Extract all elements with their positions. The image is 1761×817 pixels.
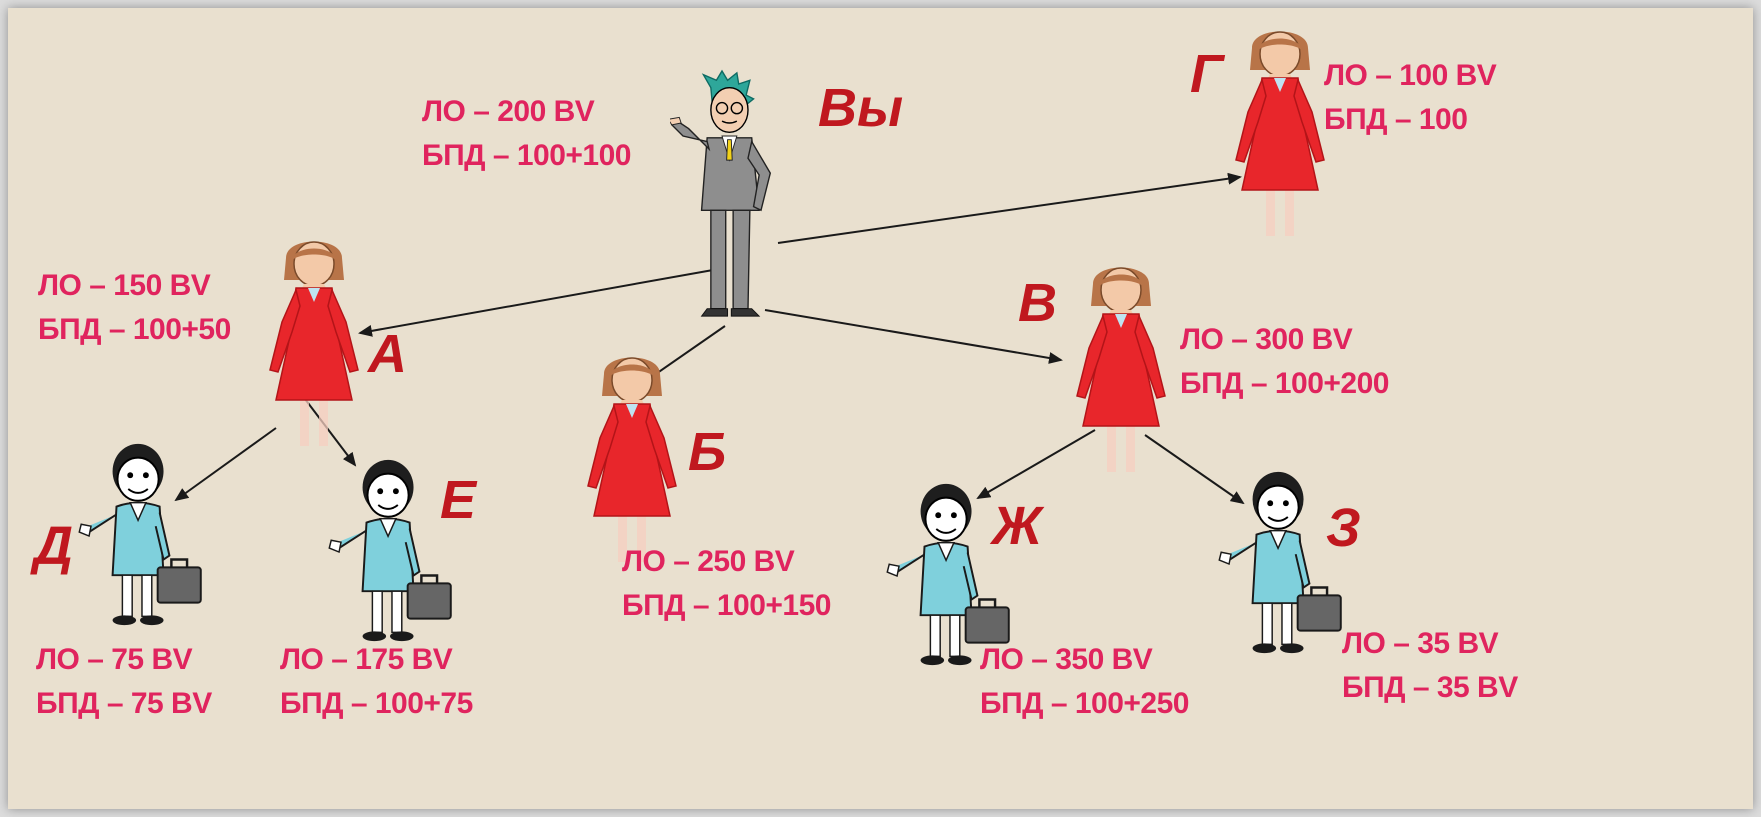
lo-d: ЛО – 75 BV — [36, 643, 193, 676]
name-e: Е — [440, 470, 477, 530]
lo-e: ЛО – 175 BV — [280, 643, 453, 676]
woman-red-dress-icon — [1071, 266, 1171, 476]
arrow-a-to-d — [174, 427, 277, 502]
name-you: Вы — [818, 78, 904, 138]
connector-arrows — [174, 172, 1245, 505]
woman-red-dress-icon — [1230, 30, 1330, 240]
arrow-v-to-zh — [976, 429, 1096, 500]
businesswoman-briefcase-icon — [76, 438, 206, 634]
name-d: Д — [34, 516, 73, 576]
name-b: Б — [688, 422, 727, 482]
businesswoman-briefcase-icon — [326, 454, 456, 650]
lo-a: ЛО – 150 BV — [38, 269, 211, 302]
arrow-you-to-a — [358, 269, 714, 337]
woman-red-dress-icon — [264, 240, 364, 450]
arrow-v-to-z — [1144, 434, 1245, 505]
arrow-a-to-e — [304, 398, 357, 467]
name-a: А — [368, 324, 407, 384]
bpd-b: БПД – 100+150 — [622, 589, 831, 622]
lo-b: ЛО – 250 BV — [622, 545, 795, 578]
arrow-you-to-v — [764, 309, 1063, 364]
lo-z: ЛО – 35 BV — [1342, 627, 1499, 660]
lo-v: ЛО – 300 BV — [1180, 323, 1353, 356]
bpd-d: БПД – 75 BV — [36, 687, 212, 720]
bpd-a: БПД – 100+50 — [38, 313, 231, 346]
lo-you: ЛО – 200 BV — [422, 95, 595, 128]
name-zh: Ж — [992, 496, 1043, 556]
bpd-zh: БПД – 100+250 — [980, 687, 1189, 720]
arrow-you-to-g — [777, 172, 1242, 244]
bpd-e: БПД – 100+75 — [280, 687, 473, 720]
bpd-v: БПД – 100+200 — [1180, 367, 1389, 400]
lo-zh: ЛО – 350 BV — [980, 643, 1153, 676]
name-g: Г — [1190, 44, 1224, 104]
name-z: З — [1326, 498, 1361, 558]
name-v: В — [1018, 273, 1057, 333]
bpd-you: БПД – 100+100 — [422, 139, 631, 172]
businessman-icon — [670, 66, 800, 336]
lo-g: ЛО – 100 BV — [1324, 59, 1497, 92]
bpd-z: БПД – 35 BV — [1342, 671, 1518, 704]
woman-red-dress-icon — [582, 356, 682, 566]
network-diagram: Вы ЛО – 200 BV БПД – 100+100 А ЛО – 150 … — [8, 8, 1753, 809]
bpd-g: БПД – 100 — [1324, 103, 1468, 136]
businesswoman-briefcase-icon — [1216, 466, 1346, 662]
